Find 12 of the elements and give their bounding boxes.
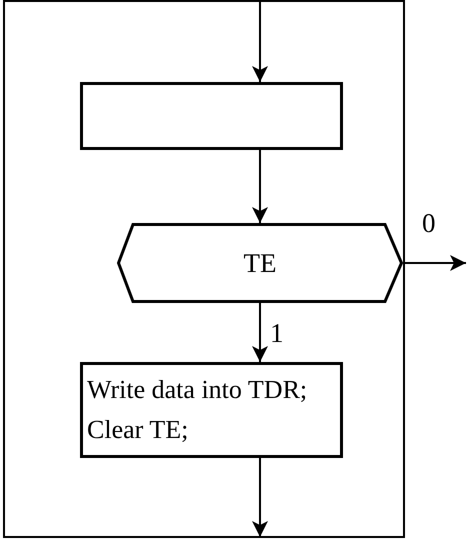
process-box [80,362,343,458]
decision-hexagon [117,223,403,303]
process-box [80,82,343,150]
node-text: TE [244,247,276,280]
edge-label: 0 [422,208,436,238]
arrow [252,458,268,537]
arrow [252,150,268,223]
node-text: Write data into TDR; Clear TE; [87,374,308,446]
arrow [403,255,466,271]
edge-label: 1 [270,318,284,348]
arrow [252,303,268,362]
arrow [252,2,268,82]
